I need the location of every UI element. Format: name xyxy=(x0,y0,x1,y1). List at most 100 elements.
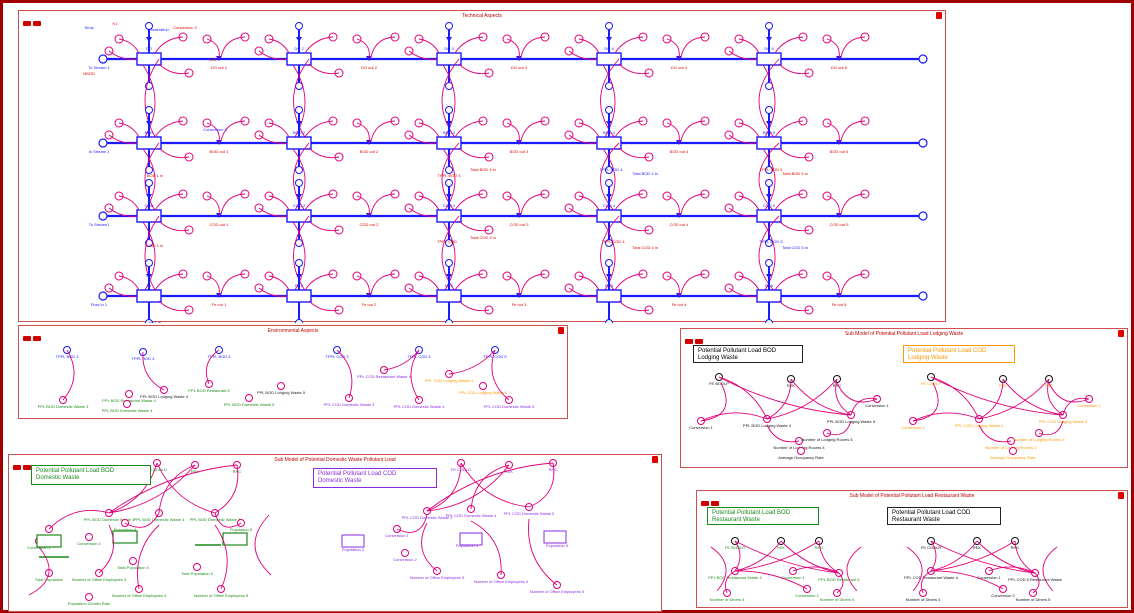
connector-arc xyxy=(766,424,800,443)
panel-title: Technical Aspects xyxy=(462,13,502,19)
connector-arc xyxy=(108,207,138,217)
auxiliary-label: TPPL COD 4 xyxy=(601,239,625,244)
connector-arc xyxy=(336,349,353,399)
connector-arc xyxy=(421,522,438,572)
connector-arc xyxy=(158,464,196,514)
valve-icon xyxy=(606,274,612,279)
restaurant-cod-label: Number of Diners 5 xyxy=(1016,597,1051,602)
panel-controls[interactable] xyxy=(23,13,43,26)
connector-arc xyxy=(206,195,220,217)
connector-arc xyxy=(568,207,598,217)
environment-label: TPPL BOD 3 xyxy=(56,354,80,359)
cloud-icon xyxy=(605,259,613,267)
valve-icon xyxy=(146,274,152,279)
panel-controls[interactable] xyxy=(23,328,43,341)
connector-arc xyxy=(458,147,490,159)
connector-arc xyxy=(906,546,923,592)
connector-arc xyxy=(108,464,238,514)
environment-label: TPPL COD 3 xyxy=(325,354,349,359)
lock-icon[interactable] xyxy=(1118,492,1124,499)
connector-arc xyxy=(158,63,190,75)
connector-arc xyxy=(826,420,852,436)
connector-arc xyxy=(458,300,490,312)
domestic-bod-label: PPL BOD Domestic Waste 3 xyxy=(84,517,135,522)
lodging-bod-label: Conversion 1 xyxy=(689,425,713,430)
panel-controls[interactable] xyxy=(685,331,705,344)
lock-icon[interactable] xyxy=(1118,330,1124,337)
connector-arc xyxy=(988,566,1036,574)
domestic-bod-label: Conversion 2 xyxy=(77,541,101,546)
domestic-bod-label: RRC xyxy=(233,469,242,474)
cloud-icon xyxy=(145,22,153,30)
lock-icon[interactable] xyxy=(652,456,658,463)
connector-arc xyxy=(144,58,160,144)
connector-arc xyxy=(614,193,644,211)
auxiliary-circle xyxy=(277,382,285,390)
valve-icon xyxy=(146,37,152,42)
outflow-label: BOD out 5 xyxy=(830,149,849,154)
connector-arc xyxy=(568,287,598,297)
auxiliary-circle xyxy=(401,549,409,557)
restaurant-cod-label: PPL COD 5 Restaurant Waste xyxy=(1008,577,1063,582)
restaurant-bod-label: Conversion 1 xyxy=(781,575,805,580)
environment-label: PPL COD Domestic Waste 3 xyxy=(324,402,376,407)
auxiliary-label: Total BOD 3 in xyxy=(470,167,496,172)
connector-arc xyxy=(356,275,370,297)
panel-controls[interactable] xyxy=(13,457,33,470)
connector-arc xyxy=(118,275,140,291)
stock-box xyxy=(756,209,782,223)
source-cloud-icon xyxy=(98,54,108,64)
auxiliary-label: TPPL COD 5 xyxy=(759,239,783,244)
connector-arc xyxy=(718,376,852,416)
outflow-label: BOD out 3 xyxy=(510,149,529,154)
lodging-cod-label: Conversion 1 xyxy=(901,425,925,430)
environment-label: PPL COD Domestic Waste 5 xyxy=(484,404,536,409)
domestic-bod-label: REK xyxy=(191,469,200,474)
connector-arc xyxy=(254,514,272,576)
connector-arc xyxy=(680,193,706,215)
connector-arc xyxy=(1048,382,1090,403)
connector-arc xyxy=(826,195,840,217)
lock-icon[interactable] xyxy=(936,12,942,19)
stock-box xyxy=(286,136,312,150)
auxiliary-label: Total BOD 4 in xyxy=(632,171,658,176)
connector-arc xyxy=(220,193,246,215)
connector-arc xyxy=(308,63,340,75)
cloud-icon xyxy=(145,259,153,267)
connector-arc xyxy=(418,195,440,211)
connector-arc xyxy=(410,349,420,401)
cloud-icon xyxy=(445,259,453,267)
domestic-bod-label: Total Population xyxy=(35,577,63,582)
connector-arc xyxy=(458,63,490,75)
connector-arc xyxy=(220,120,246,142)
connector-arc xyxy=(680,120,706,142)
lock-icon[interactable] xyxy=(558,327,564,334)
auxiliary-label: Total COD 3 in xyxy=(470,235,496,240)
connector-arc xyxy=(370,120,396,142)
panel-controls[interactable] xyxy=(701,493,721,506)
connector-arc xyxy=(144,142,160,217)
restaurant-cod-label: Conversion 2 xyxy=(991,593,1015,598)
cloud-icon xyxy=(445,319,453,323)
connector-arc xyxy=(142,351,165,391)
connector-arc xyxy=(426,464,510,512)
auxiliary-circle xyxy=(125,390,133,398)
connector-arc xyxy=(408,134,438,144)
outflow-label: Fe out 3 xyxy=(512,302,527,307)
connector-arc xyxy=(840,36,866,58)
cloud-icon xyxy=(445,22,453,30)
connector-arc xyxy=(258,287,288,297)
cloud-icon xyxy=(295,239,303,247)
connector-arc xyxy=(835,378,852,416)
connector-arc xyxy=(978,378,1050,420)
connector-arc xyxy=(458,220,490,232)
cloud-icon xyxy=(295,179,303,187)
connector-arc xyxy=(370,273,396,295)
stock-box xyxy=(756,136,782,150)
connector-arc xyxy=(600,215,620,297)
environment-label: TPPL COD 4 xyxy=(407,354,431,359)
connector-arc xyxy=(840,193,866,215)
connector-arc xyxy=(930,540,1036,574)
stock-box xyxy=(436,209,462,223)
connector-arc xyxy=(738,38,760,54)
